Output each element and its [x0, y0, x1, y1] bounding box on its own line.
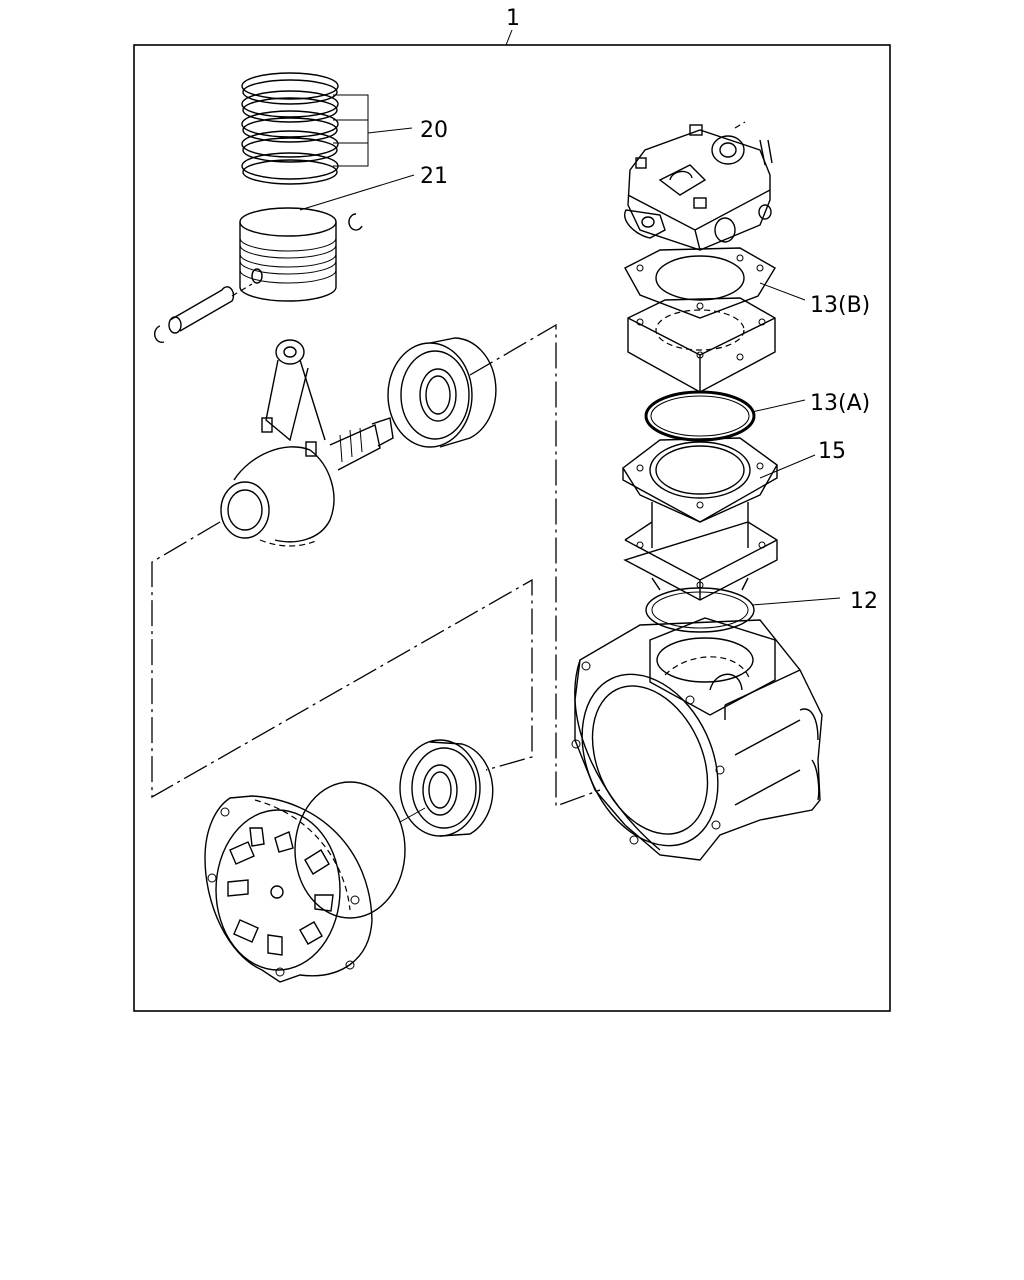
- end-cover-gasket: [294, 781, 406, 919]
- shaft-axis-lower: [399, 807, 426, 823]
- piston: [239, 207, 337, 302]
- circlip-left: [154, 325, 165, 344]
- callout-13a: 13(A): [810, 391, 870, 416]
- crankcase: [571, 617, 823, 861]
- leader-15: [759, 454, 816, 479]
- base-gasket-12: [645, 587, 755, 633]
- crankshaft: [220, 339, 394, 547]
- callout-15: 15: [818, 439, 846, 464]
- piston-pin: [168, 283, 253, 334]
- leader-13a: [751, 399, 806, 413]
- callout-13b: 13(B): [810, 293, 870, 318]
- leader-13b: [759, 282, 806, 301]
- callout-1: 1: [506, 6, 520, 31]
- assembly-frame: [133, 44, 891, 1012]
- centerline-lower-left: [151, 521, 533, 799]
- valve-plate: [627, 297, 776, 393]
- piston-rings: [241, 72, 339, 185]
- ball-bearing-upper: [387, 337, 497, 448]
- centerline-crank: [469, 323, 601, 807]
- end-cover: [204, 795, 373, 983]
- leader-12: [751, 597, 841, 606]
- o-ring-13a: [644, 390, 756, 442]
- head-gasket-13b: [624, 247, 776, 319]
- callout-21: 21: [420, 164, 448, 189]
- leader-21: [299, 174, 415, 211]
- callout-12: 12: [850, 589, 878, 614]
- cylinder-head: [623, 121, 773, 251]
- leader-20: [333, 94, 413, 167]
- ball-bearing-lower: [399, 739, 494, 837]
- circlip-right: [348, 213, 363, 231]
- cylinder-15: [622, 437, 778, 601]
- callout-20: 20: [420, 118, 448, 143]
